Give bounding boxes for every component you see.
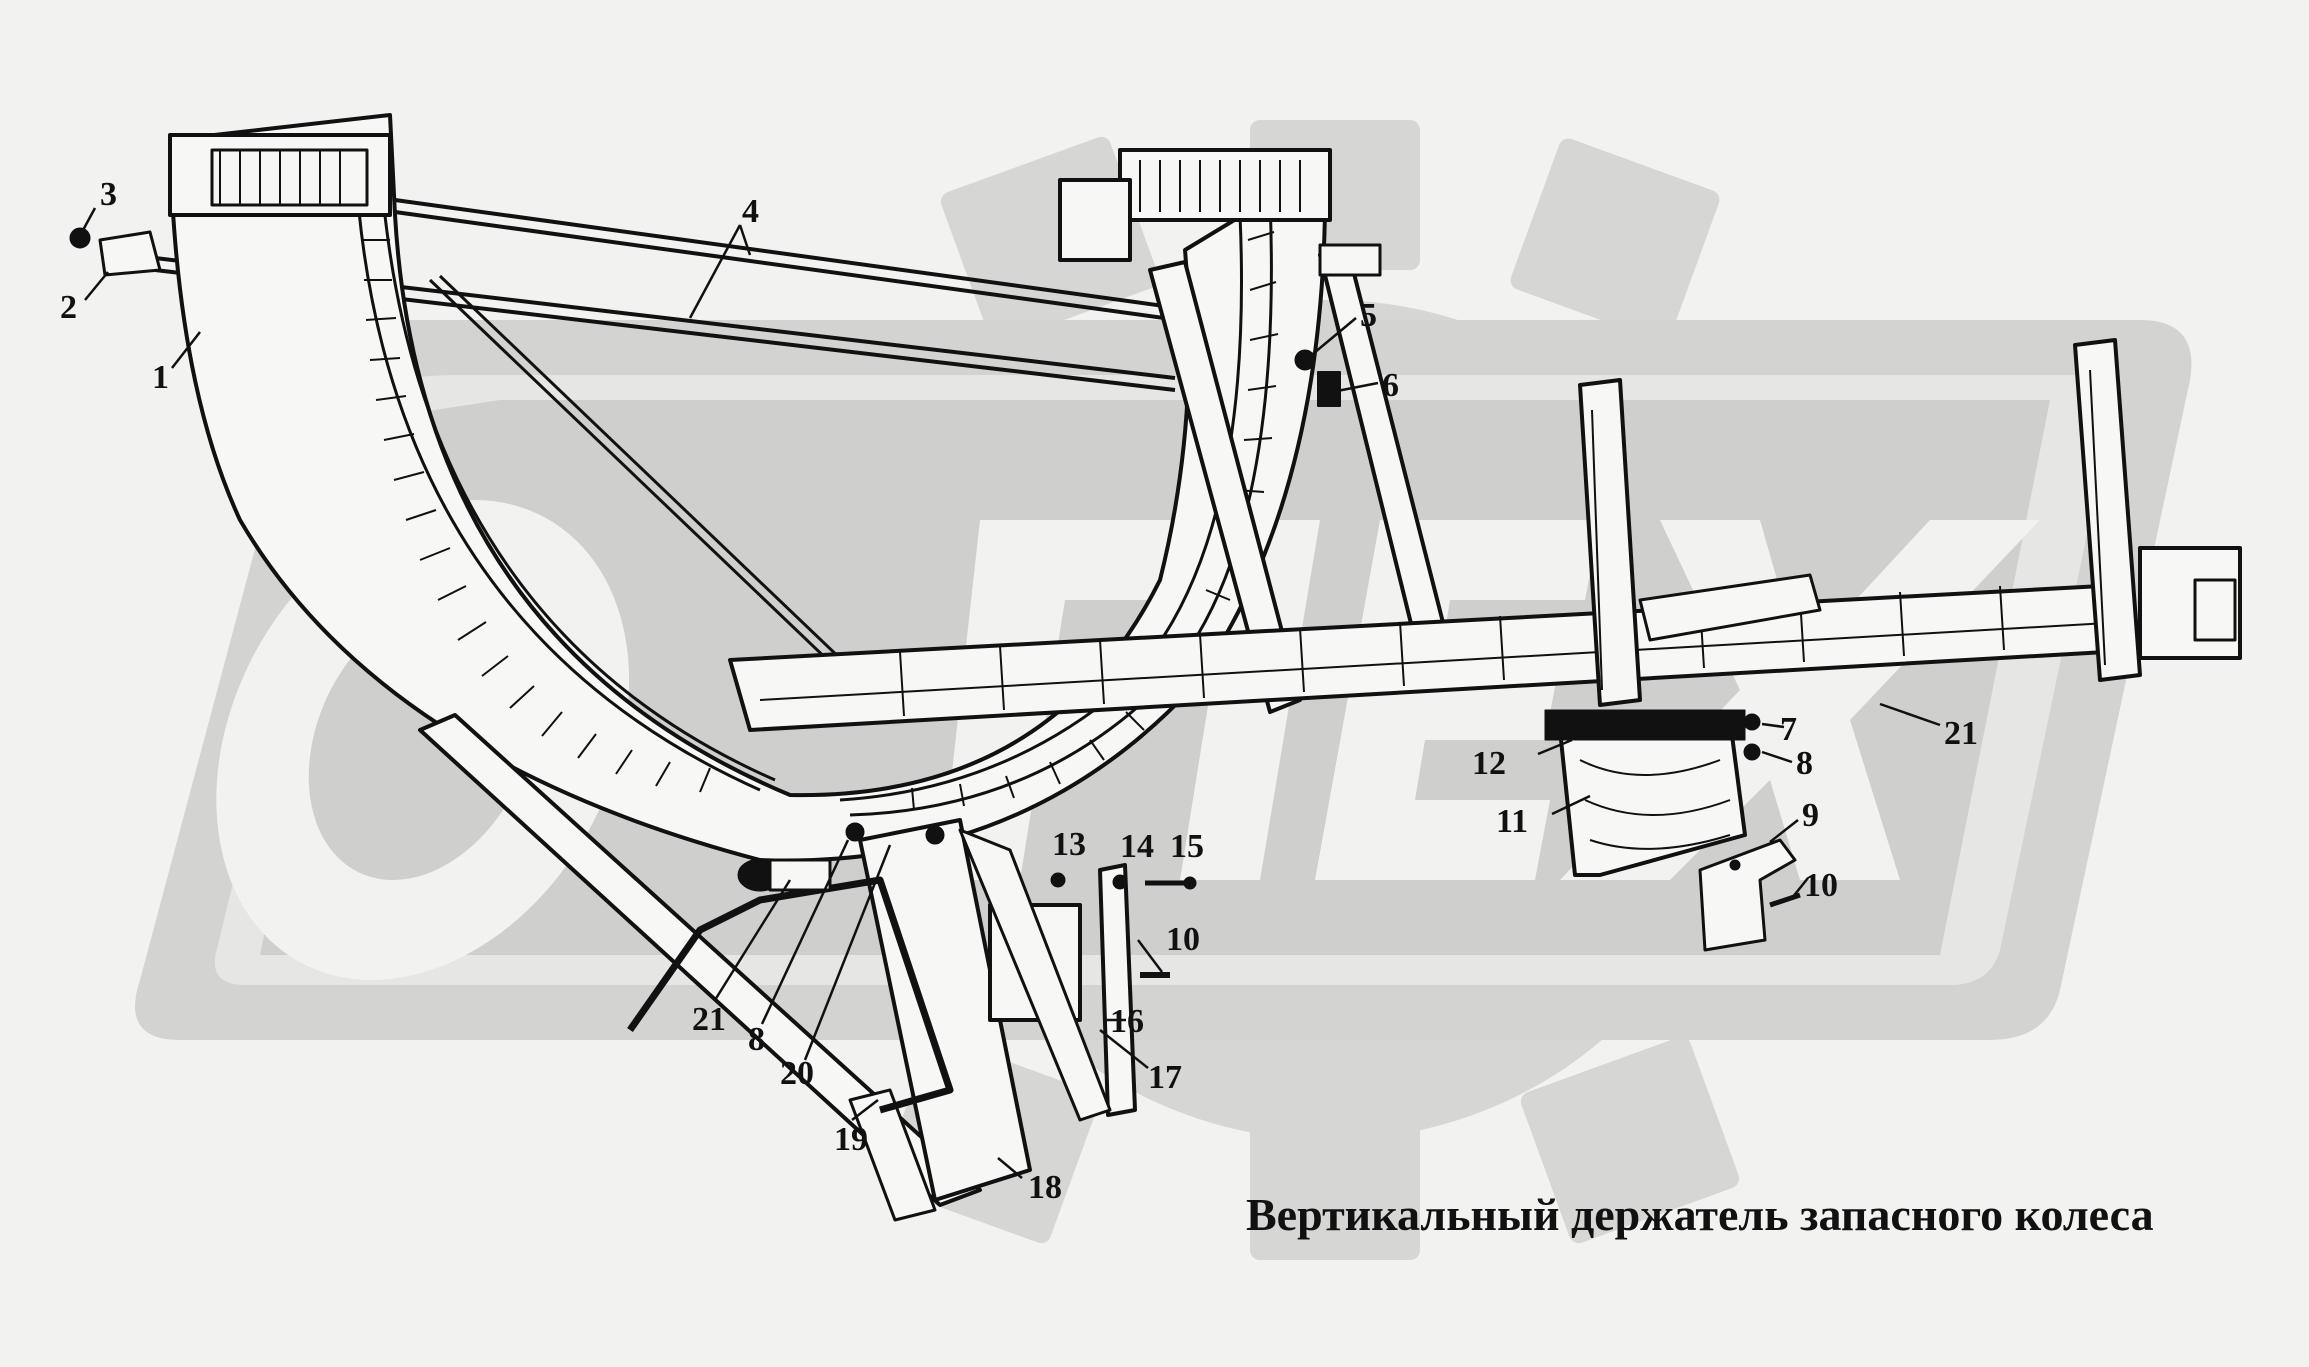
callout-5: 5 [1360,297,1377,334]
callout-8b: 8 [748,1021,765,1058]
callout-4: 4 [742,193,759,230]
callout-10b: 10 [1166,921,1200,958]
callouts: 3 2 1 4 5 6 7 8 12 21 11 9 10 13 14 15 1… [60,176,1978,1206]
bottom-bracket [858,818,1032,1202]
holder-assembly [69,113,2242,1222]
callout-2: 2 [60,289,77,326]
cradle-outer-channel [168,113,1328,863]
callout-19: 19 [834,1121,868,1158]
callout-9: 9 [1802,797,1819,834]
callout-13: 13 [1052,826,1086,863]
callout-10a: 10 [1804,867,1838,904]
callout-21b: 21 [692,1001,726,1038]
callout-17: 17 [1148,1059,1182,1096]
callout-16: 16 [1110,1003,1144,1040]
callout-1: 1 [152,359,169,396]
diagram-title: Вертикальный держатель запасного колеса [1246,1189,2154,1240]
callout-11: 11 [1496,803,1528,840]
callout-7: 7 [1780,711,1797,748]
callout-14: 14 [1120,828,1154,865]
leader-lines [80,207,1941,1179]
callout-21a: 21 [1944,715,1978,752]
callout-12: 12 [1472,745,1506,782]
callout-20: 20 [780,1055,814,1092]
callout-3: 3 [100,176,117,213]
callout-8a: 8 [1796,745,1813,782]
mounting-plate [1698,838,1797,952]
callout-18: 18 [1028,1169,1062,1206]
callout-15: 15 [1170,828,1204,865]
callout-6: 6 [1382,367,1399,404]
